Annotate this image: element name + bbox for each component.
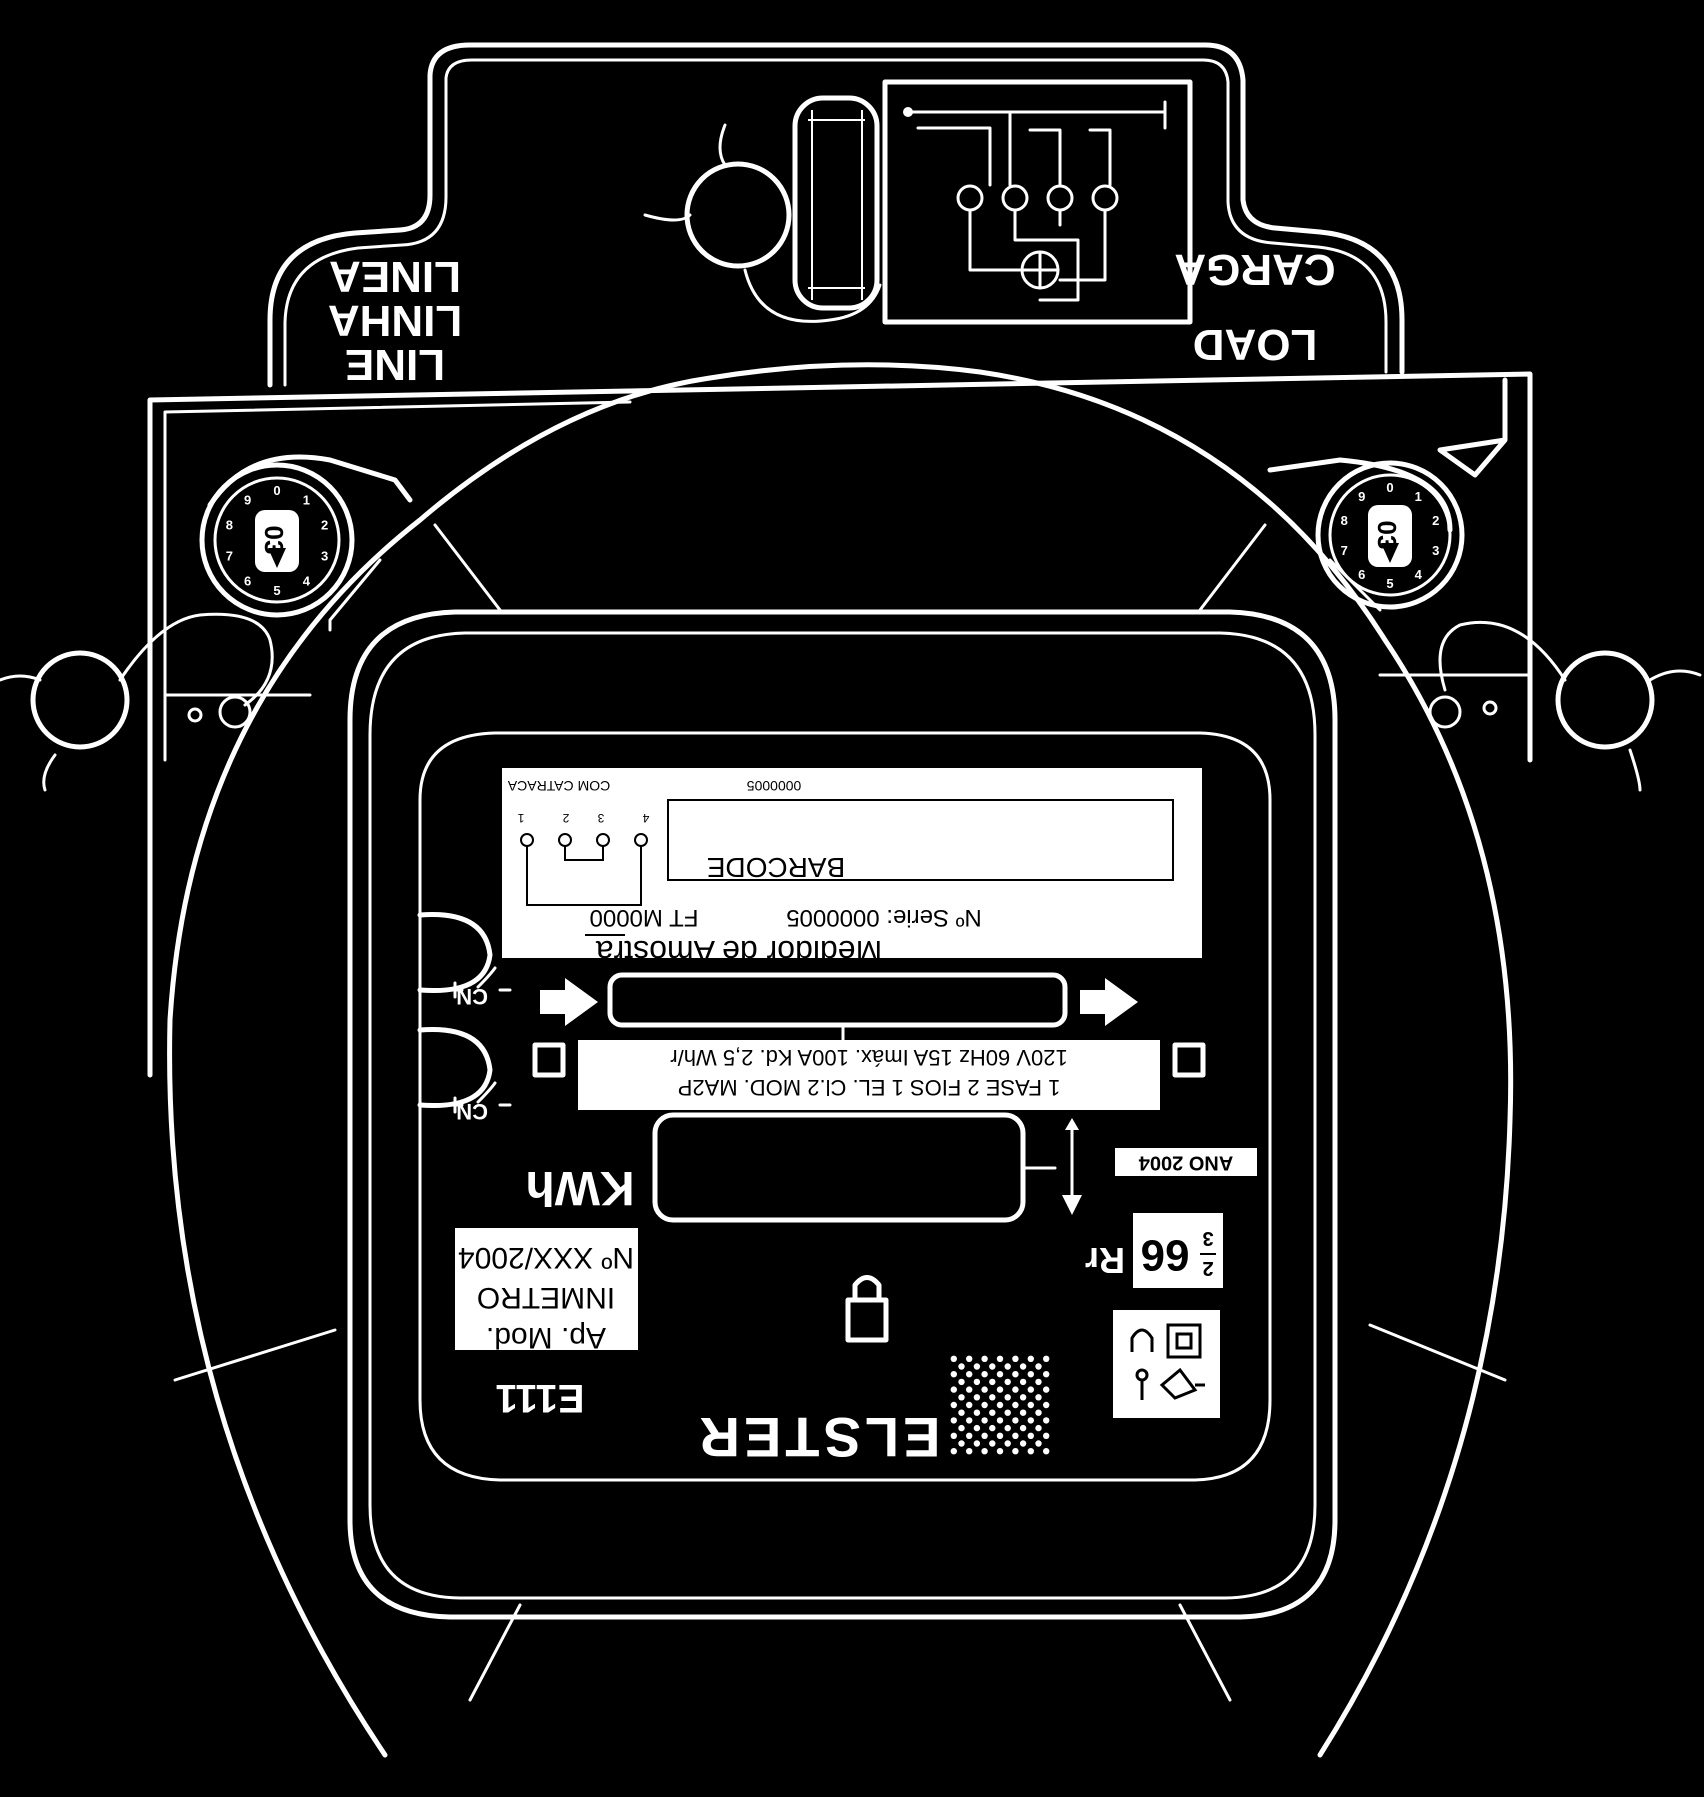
dial-digit: 3 [1432, 543, 1439, 558]
svg-text:4: 4 [642, 811, 649, 825]
dial-digit: 3 [321, 549, 328, 564]
terminal-seal [643, 95, 882, 323]
approval-plate: Ap. Mod. INMETRO Nº XXX/2004 [455, 1228, 638, 1354]
dial-digit: 2 [1432, 513, 1439, 528]
dial-digit: 9 [1358, 489, 1365, 504]
dial-digit: 0 [1386, 480, 1393, 495]
brand-logo [950, 1355, 1050, 1455]
serial-top: 0000005 [747, 778, 802, 794]
dial-digit: 0 [273, 483, 280, 498]
dial-digit: 8 [1341, 513, 1348, 528]
ratchet-label: COM CATRACA [507, 778, 610, 794]
dial-digit: 4 [303, 574, 311, 589]
dial-digit: 2 [321, 518, 328, 533]
svg-text:3: 3 [597, 811, 604, 825]
dial-digit: 8 [226, 518, 233, 533]
load-label: LOAD [1193, 320, 1318, 369]
svg-text:3: 3 [1202, 1227, 1213, 1249]
ratings-line-1: 120V 60Hz 15A Imáx. 100A Kd. 2,5 Wh/r [670, 1045, 1067, 1070]
symbol-icons [1130, 1323, 1205, 1400]
linea-label: LINEA [329, 252, 461, 301]
branding: E111 ELSTER [495, 1355, 1050, 1469]
dial-digit: 7 [1341, 543, 1348, 558]
serial-line: Nº Serie: 0000005 [786, 904, 982, 931]
cn-label-2: CN [456, 1099, 488, 1124]
svg-text:2: 2 [562, 811, 569, 825]
dial-digit: 5 [1386, 576, 1393, 591]
approval-line-2: INMETRO [477, 1281, 615, 1314]
model-label: E111 [495, 1376, 584, 1420]
cn-label-1: CN [456, 984, 488, 1009]
load-labels: LOAD CARGA [1174, 245, 1335, 369]
dial-digit: 1 [1415, 489, 1422, 504]
dial-digit: 7 [226, 549, 233, 564]
rr-value: 66 [1141, 1230, 1190, 1279]
year-plate: ANO 2004 [1115, 1148, 1257, 1176]
meter-window [347, 609, 1338, 1620]
svg-text:2: 2 [1202, 1257, 1213, 1279]
carga-label: CARGA [1174, 245, 1335, 294]
ratings-line-2: 1 FASE 2 FIOS 1 EL. Cl.2 MOD. MA2P [678, 1075, 1061, 1100]
dial-digit: 9 [244, 493, 251, 508]
ft-code: FT M0000 [590, 904, 699, 931]
approval-line-3: Nº XXX/2004 [458, 1241, 634, 1274]
rr-constant: Rr 66 2 3 [1085, 1213, 1223, 1288]
register: KWh [525, 1112, 1082, 1223]
brand-label: ELSTER [696, 1406, 941, 1469]
dial-digit: 6 [244, 574, 251, 589]
nameplate: COM CATRACA 0000005 BARCODE FT M0000 Nº … [502, 768, 1202, 970]
unit-label: KWh [525, 1161, 634, 1214]
disc-window [540, 972, 1138, 1042]
meter-title: Medidor de Amostra [596, 934, 883, 970]
rr-label: Rr [1085, 1240, 1125, 1281]
side-seals [0, 612, 1702, 792]
line-labels: LINE LINHA LINEA [328, 252, 462, 389]
dial-digit: 1 [303, 493, 310, 508]
year-label: ANO 2004 [1138, 1152, 1233, 1174]
mini-schematic [520, 833, 648, 936]
svg-text:1: 1 [517, 811, 524, 825]
terminal-numbers: 1 2 3 4 [517, 811, 649, 825]
symbols-box [1113, 1310, 1220, 1418]
ratings-plate: 120V 60Hz 15A Imáx. 100A Kd. 2,5 Wh/r 1 … [532, 1040, 1206, 1110]
terminal-housing [267, 42, 1405, 388]
linha-label: LINHA [328, 296, 462, 345]
dial-digit: 6 [1358, 567, 1365, 582]
dial-digit: 4 [1415, 567, 1423, 582]
approval-line-1: Ap. Mod. [486, 1321, 606, 1354]
dial-digit: 5 [273, 583, 280, 598]
line-label: LINE [345, 340, 445, 389]
padlock-icon [845, 1275, 889, 1343]
rr-fraction: 2 3 [1200, 1227, 1216, 1279]
barcode-text: BARCODE [707, 852, 845, 883]
wiring-diagram [882, 79, 1193, 325]
cn-terminals: CN CN [417, 912, 512, 1124]
